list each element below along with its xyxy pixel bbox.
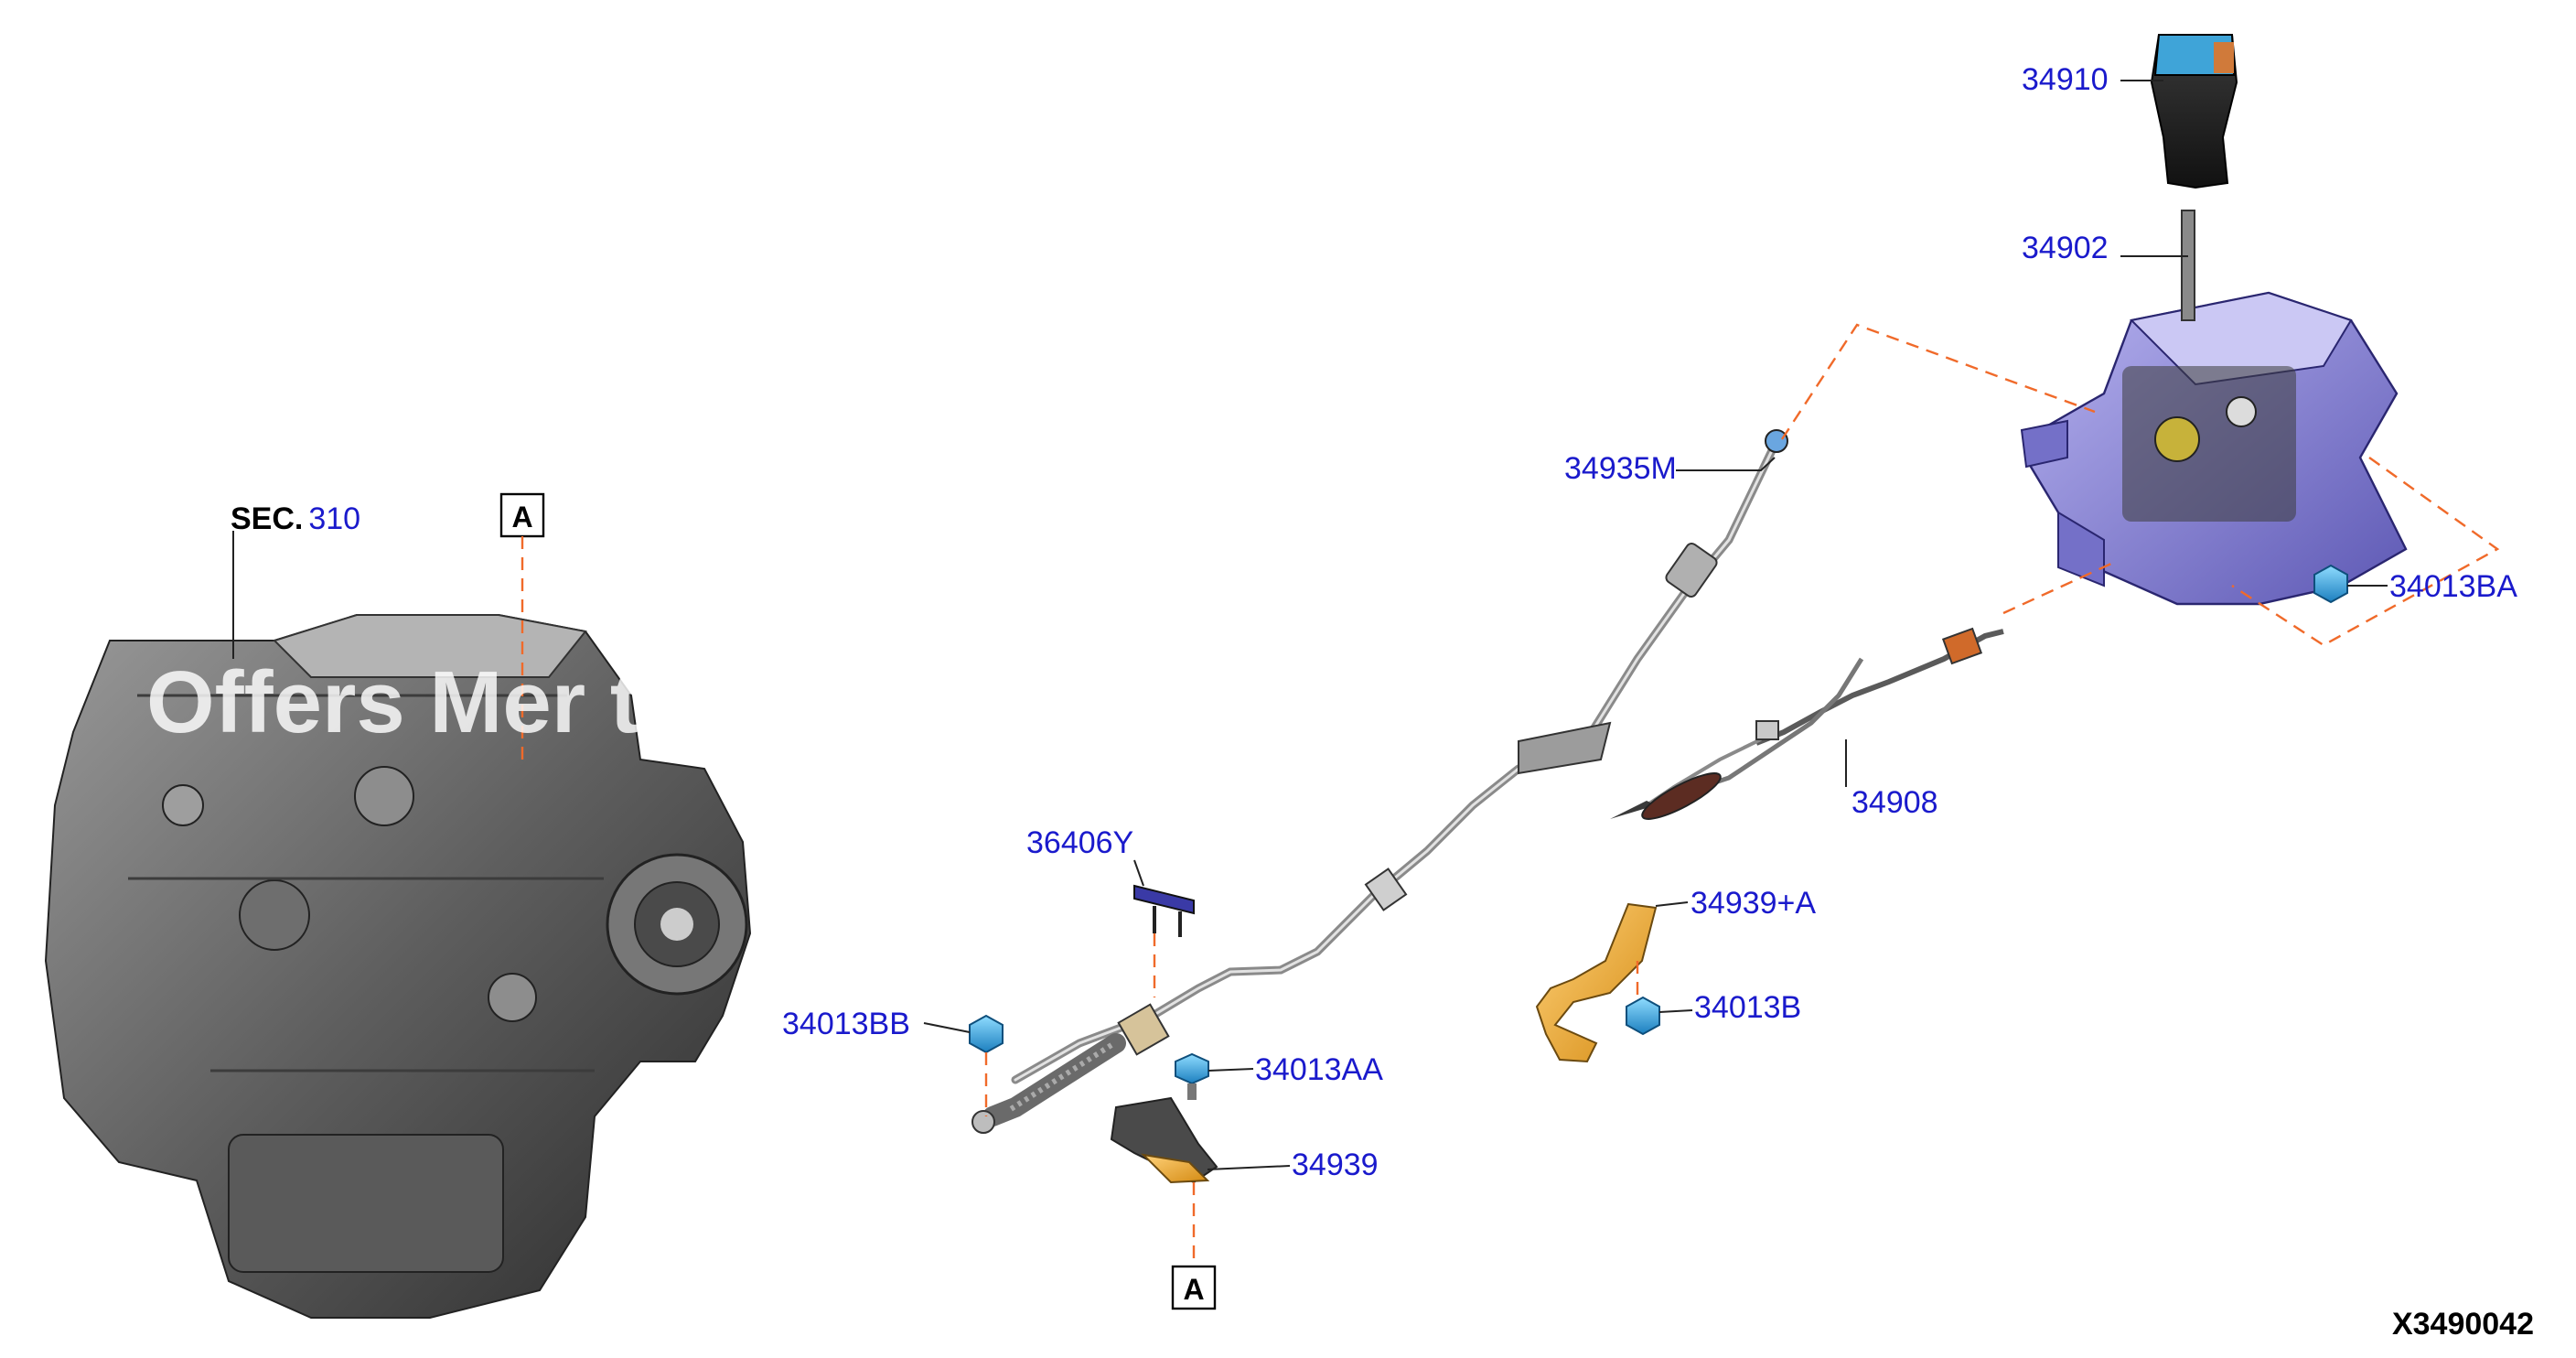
part-label-36406y[interactable]: 36406Y — [1026, 825, 1133, 860]
shifter-dashed-right — [2231, 457, 2500, 647]
part-label-34013bb[interactable]: 34013BB — [782, 1007, 910, 1041]
nut-34013bb — [969, 1014, 1004, 1054]
part-label-34935m[interactable]: 34935M — [1564, 451, 1677, 486]
part-label-34013ba[interactable]: 34013BA — [2389, 569, 2517, 604]
bolt-34013aa — [1175, 1052, 1209, 1100]
ref-box-bottom: A — [1171, 1265, 1217, 1310]
bracket-34939-plus-a — [1535, 902, 1658, 1063]
part-label-34902[interactable]: 34902 — [2022, 231, 2109, 265]
part-label-34910[interactable]: 34910 — [2022, 62, 2109, 97]
figure-code: X3490042 — [2392, 1307, 2534, 1342]
leader-34013bb — [923, 1022, 971, 1033]
bracket-34939 — [1110, 1096, 1218, 1184]
leader-34939 — [1207, 1165, 1291, 1170]
shift-knob-34910 — [2150, 34, 2238, 189]
clip-36406y — [1133, 884, 1195, 937]
shifter-dashed-left — [1780, 323, 2096, 440]
part-label-34939-plus-a[interactable]: 34939+A — [1690, 886, 1816, 921]
part-label-34013b[interactable]: 34013B — [1694, 990, 1801, 1025]
part-label-34908[interactable]: 34908 — [1852, 785, 1938, 820]
shift-cable-34935m — [971, 429, 1788, 1134]
ref-box-top-letter: A — [511, 501, 532, 534]
nut-34013b — [1626, 996, 1660, 1036]
transmission-assembly — [44, 614, 752, 1319]
watermark-text: Offers Mer talo — [146, 653, 766, 751]
ref-box-top: A — [499, 492, 545, 538]
harness-34908 — [1610, 627, 2004, 820]
nut-34013ba — [2313, 564, 2348, 604]
section-reference: SEC.310 — [231, 501, 360, 536]
leader-34013b — [1658, 1009, 1693, 1013]
part-label-34939[interactable]: 34939 — [1292, 1148, 1379, 1182]
part-label-34013aa[interactable]: 34013AA — [1255, 1052, 1383, 1087]
shifter-assembly-34902 — [2020, 210, 2408, 606]
section-number[interactable]: 310 — [308, 501, 360, 536]
leader-34939-plus-a — [1655, 901, 1689, 907]
ref-box-bottom-letter: A — [1183, 1273, 1204, 1306]
leader-34013aa — [1208, 1068, 1254, 1072]
section-prefix: SEC. — [231, 501, 303, 536]
leader-36406y — [1133, 859, 1144, 887]
leader-34935m — [1676, 457, 1776, 471]
